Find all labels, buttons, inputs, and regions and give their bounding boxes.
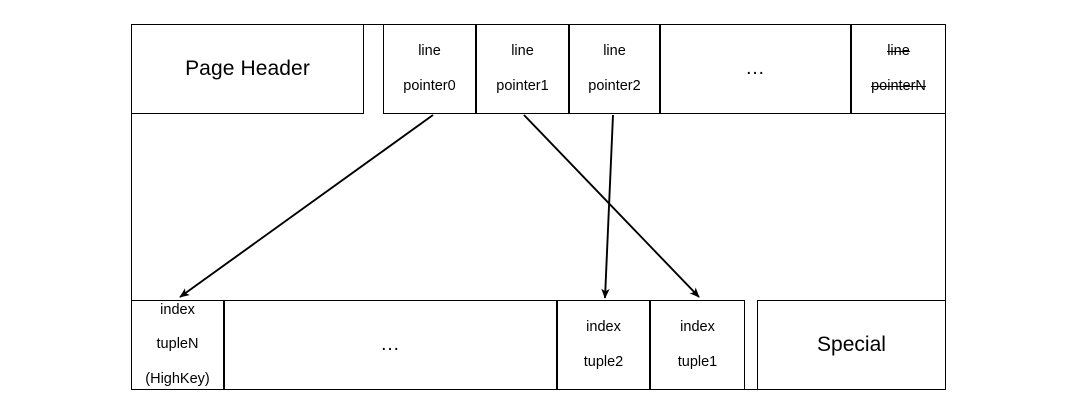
line-pointer-ellipsis-cell: ... <box>660 24 851 114</box>
special-area-label: Special <box>817 332 886 356</box>
page-header-cell: Page Header <box>131 24 364 114</box>
index-tuple-ellipsis-label: ... <box>381 333 400 355</box>
page-header-label: Page Header <box>185 56 310 80</box>
index-tuple-ellipsis-cell: ... <box>224 300 557 390</box>
line-pointer-ellipsis-label: ... <box>746 57 765 79</box>
special-area-cell: Special <box>757 300 946 390</box>
